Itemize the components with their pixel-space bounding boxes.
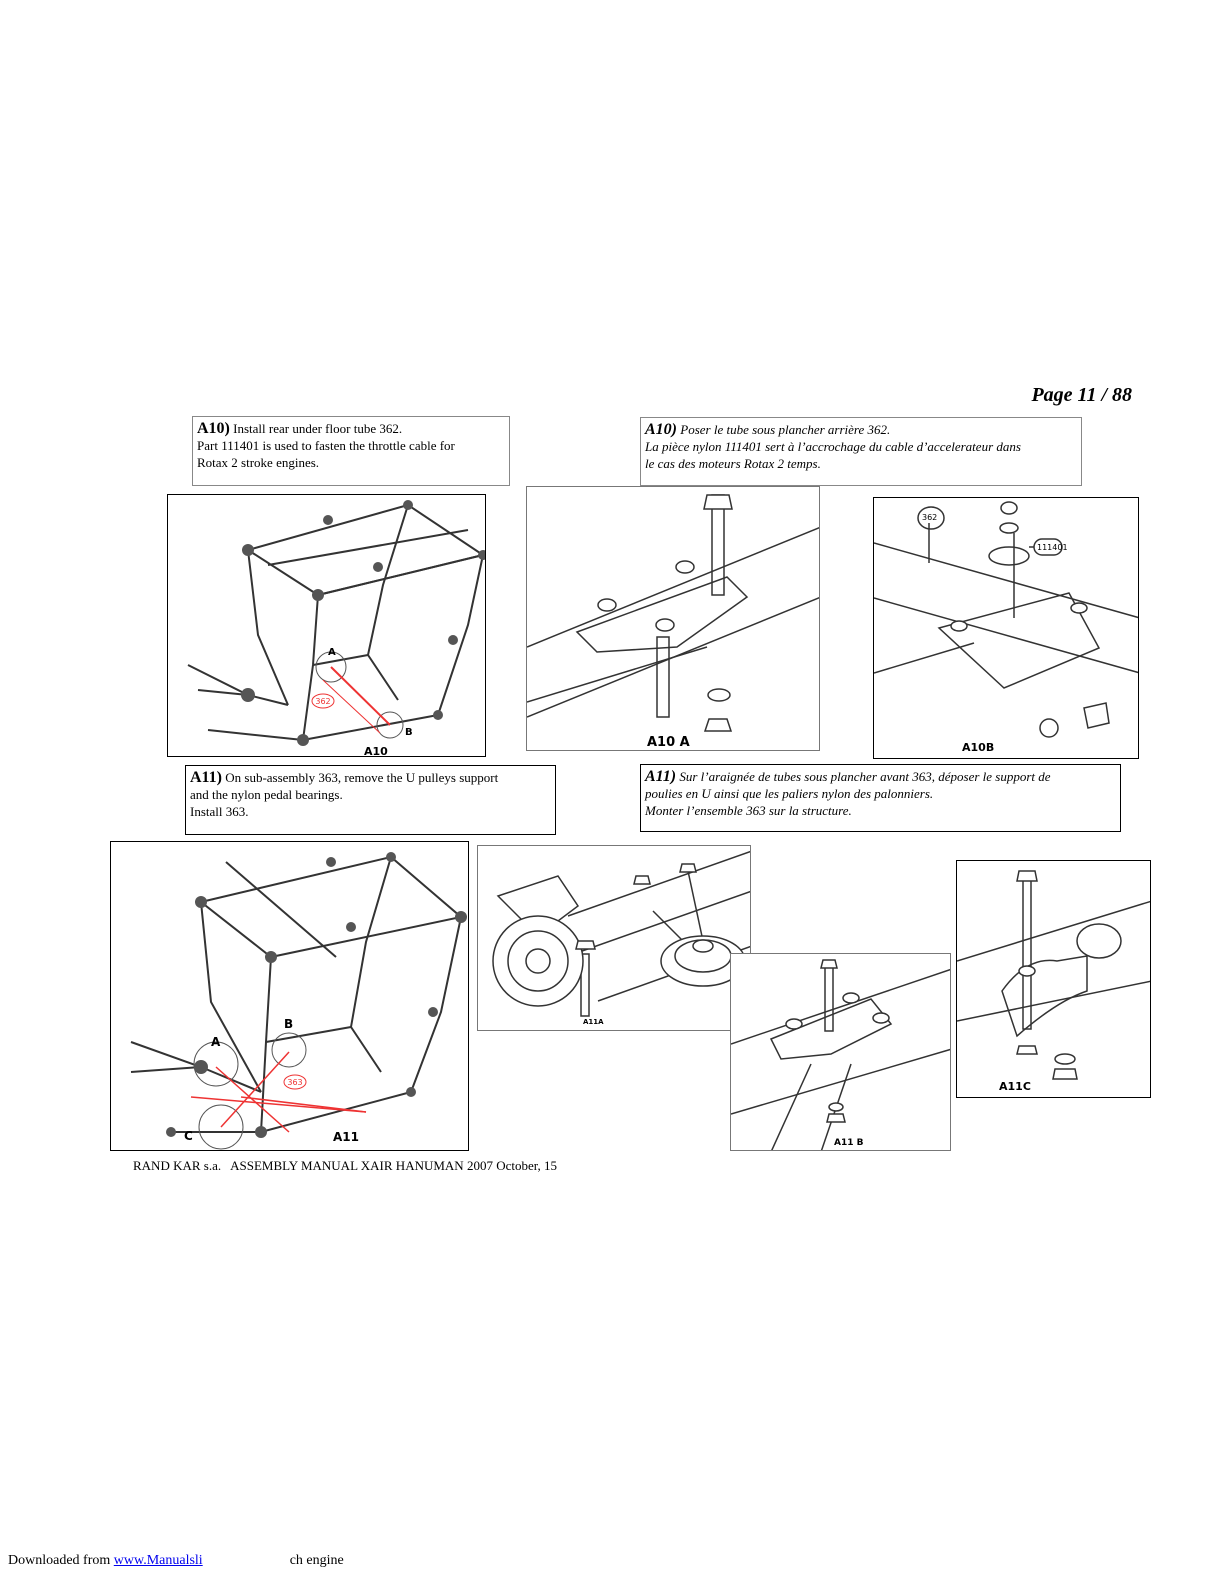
figure-a11b-detail: A11 B (730, 953, 951, 1151)
part-label: 362 (315, 697, 330, 706)
step-number: A10) (645, 421, 677, 438)
figure-a10-frame: 362 A B A10 (167, 494, 486, 757)
clamp-drawing (957, 870, 1150, 1080)
a11-instruction-fr: A11) Sur l’araignée de tubes sous planch… (640, 764, 1121, 832)
instruction-line: Poser le tube sous plancher arrière 362. (680, 422, 891, 437)
figure-label: A11 B (834, 1138, 864, 1148)
callout-b: B (405, 727, 413, 738)
callout-c: C (184, 1129, 193, 1143)
figure-a11c-detail: A11C (956, 860, 1151, 1098)
a11-instruction-en: A11) On sub-assembly 363, remove the U p… (185, 765, 556, 835)
download-footer: Downloaded from www.Manualsli ch engine (8, 1553, 344, 1569)
figure-a11-frame: 363 A B C A11 (110, 841, 469, 1151)
bracket-drawing (527, 494, 819, 732)
download-prefix: Downloaded from (8, 1553, 111, 1568)
instruction-line: Monter l’ensemble 363 sur la structure. (645, 803, 852, 818)
callout-a: A (328, 647, 336, 658)
a10-instruction-fr: A10) Poser le tube sous plancher arrière… (640, 417, 1082, 486)
step-number: A11) (190, 769, 222, 786)
callout-b: B (284, 1017, 294, 1031)
figure-label: A10 (364, 745, 388, 757)
instruction-line: le cas des moteurs Rotax 2 temps. (645, 456, 821, 471)
part-label: 363 (287, 1078, 302, 1087)
step-number: A11) (645, 768, 677, 785)
instruction-line: On sub-assembly 363, remove the U pulley… (225, 770, 499, 785)
instruction-line: Rotax 2 stroke engines. (197, 455, 320, 470)
download-link[interactable]: www.Manualsli (113, 1553, 203, 1568)
instruction-line: Install 363. (190, 804, 249, 819)
instruction-line: and the nylon pedal bearings. (190, 787, 343, 802)
part-label-nylon: 111401 (1037, 543, 1068, 552)
page-number: Page 11 / 88 (1031, 384, 1132, 406)
instruction-line: La pièce nylon 111401 sert à l’accrochag… (645, 439, 1021, 454)
instruction-line: Sur l’araignée de tubes sous plancher av… (679, 769, 1051, 784)
figure-a11a-detail: A11A (477, 845, 751, 1031)
nylon-part-drawing (874, 501, 1138, 738)
instruction-line: Part 111401 is used to fasten the thrott… (197, 438, 455, 453)
figure-label: A10 A (647, 735, 690, 750)
figure-label: A11C (999, 1080, 1031, 1093)
pulley-drawing (492, 850, 750, 1017)
callout-a: A (211, 1035, 221, 1049)
step-number: A10) (197, 420, 230, 437)
instruction-line: Install rear under floor tube 362. (233, 421, 403, 436)
figure-label: A11A (583, 1018, 604, 1026)
footer-text: RAND KAR s.a. ASSEMBLY MANUAL XAIR HANUM… (133, 1158, 558, 1173)
figure-label: A10B (962, 741, 995, 754)
figure-a10a-detail: A10 A (526, 486, 820, 751)
part-label-tube: 362 (922, 513, 938, 522)
a10-instruction-en: A10) Install rear under floor tube 362. … (192, 416, 510, 486)
frame-drawing: 362 (187, 500, 485, 746)
frame-drawing: 363 (130, 852, 467, 1150)
bracket-drawing (731, 959, 950, 1150)
instruction-line: poulies en U ainsi que les paliers nylon… (645, 786, 934, 801)
download-suffix: ch engine (289, 1553, 344, 1568)
figure-a10b-detail: 362 111401 A10B (873, 497, 1139, 759)
figure-label: A11 (333, 1130, 359, 1144)
